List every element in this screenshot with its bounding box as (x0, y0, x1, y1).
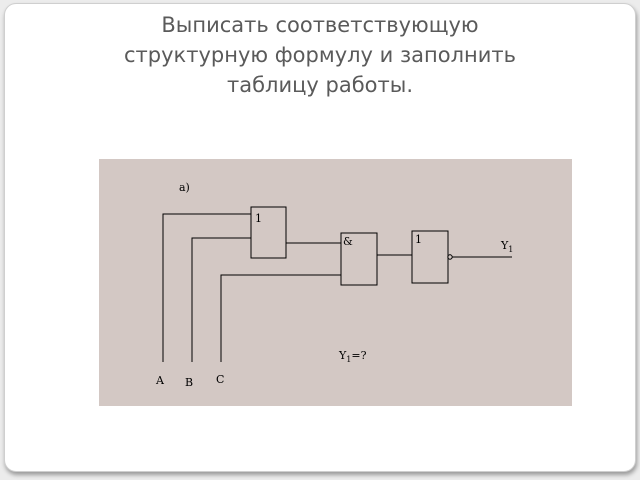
logic-circuit-diagram: а) 1 & 1 Y1 Y1=? (99, 159, 572, 406)
input-label-a: A (155, 374, 165, 387)
slide: Выписать соответствующую структурную фор… (4, 3, 636, 472)
output-label: Y1 (500, 239, 513, 254)
title-line-2: структурную формулу и заполнить (124, 43, 516, 67)
input-label-c: C (216, 373, 224, 386)
slide-title: Выписать соответствующую структурную фор… (5, 10, 635, 100)
gate-or-label: 1 (255, 212, 262, 225)
gate-and-label: & (343, 235, 353, 248)
formula-rest: =? (351, 349, 366, 362)
gate-or (250, 206, 287, 259)
output-label-var: Y (500, 239, 509, 252)
gate-not-label: 1 (415, 233, 422, 246)
title-line-3: таблицу работы. (226, 73, 413, 97)
formula-var: Y (338, 349, 347, 362)
wire-b (191, 237, 251, 362)
input-label-b: B (185, 376, 193, 389)
wire-a (162, 213, 251, 362)
title-line-1: Выписать соответствующую (161, 13, 479, 37)
circuit-svg: а) 1 & 1 Y1 Y1=? (155, 181, 513, 389)
formula-label: Y1=? (338, 349, 367, 364)
output-label-sub: 1 (508, 245, 513, 254)
wire-c (220, 274, 341, 362)
gate-and (340, 232, 378, 286)
formula-sub: 1 (346, 355, 351, 364)
part-label: а) (179, 181, 190, 194)
